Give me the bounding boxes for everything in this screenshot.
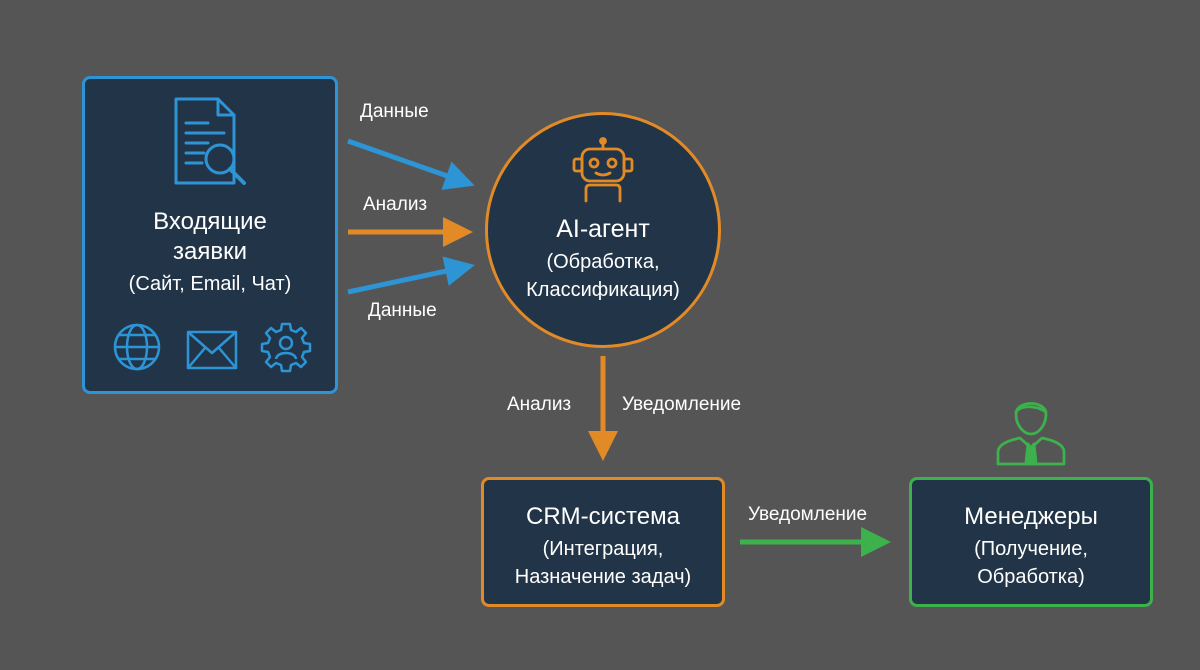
node-title-line1: Входящие — [153, 208, 267, 235]
globe-icon — [113, 323, 161, 371]
node-title: Менеджеры — [964, 503, 1098, 530]
edge-label-agent-crm-right: Уведомление — [622, 394, 742, 415]
node-subtitle-line2: Назначение задач) — [514, 566, 692, 588]
edge-label-agent-crm-left: Анализ — [507, 394, 572, 415]
node-subtitle-line1: (Обработка, — [546, 251, 660, 273]
node-crm-system: CRM-система (Интеграция, Назначение зада… — [481, 477, 725, 607]
edge-label-input-agent-bottom: Данные — [368, 300, 437, 321]
robot-icon — [572, 137, 634, 203]
node-subtitle-line2: Обработка) — [977, 566, 1085, 588]
gear-user-icon — [260, 322, 312, 373]
node-incoming-requests: Входящие заявки (Сайт, Email, Чат) — [82, 76, 338, 394]
node-title-line2: заявки — [172, 238, 247, 265]
node-ai-agent: AI-агент (Обработка, Классификация) — [485, 112, 721, 348]
node-managers: Менеджеры (Получение, Обработка) — [909, 477, 1153, 607]
document-search-icon — [174, 97, 246, 185]
node-subtitle-line1: (Получение, — [974, 538, 1088, 560]
node-subtitle: (Сайт, Email, Чат) — [128, 273, 292, 295]
manager-person-icon — [996, 402, 1066, 466]
node-subtitle-line1: (Интеграция, — [542, 538, 664, 560]
edge-label-input-agent-middle: Анализ — [363, 194, 428, 215]
edge-label-crm-managers: Уведомление — [748, 504, 868, 525]
node-title: CRM-система — [526, 503, 680, 530]
edge-label-input-agent-top: Данные — [360, 101, 429, 122]
node-title: AI-агент — [556, 215, 650, 243]
arrow-input-agent-top — [347, 138, 475, 190]
node-subtitle-line2: Классификация) — [526, 279, 680, 301]
arrow-input-agent-bottom — [347, 256, 475, 295]
mail-icon — [186, 330, 238, 370]
